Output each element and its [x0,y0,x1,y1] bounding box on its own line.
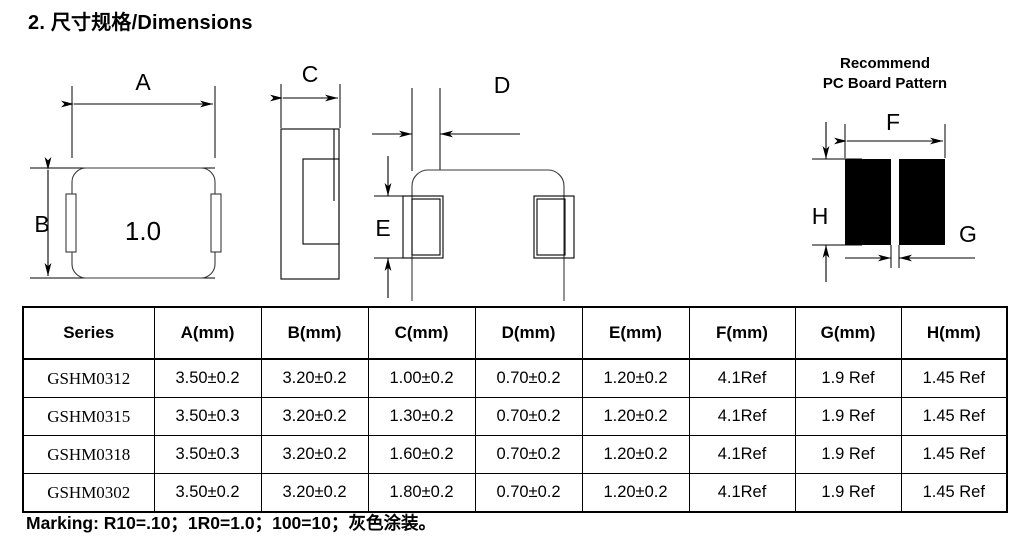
cell-h: 1.45 Ref [900,473,1008,513]
dim-b-label: B [34,211,49,237]
column-header-b: B(mm) [260,306,369,360]
cell-d: 0.70±0.2 [474,435,583,474]
table-row: GSHM0302 3.50±0.2 3.20±0.2 1.80±0.2 0.70… [22,473,1008,513]
cell-series: GSHM0318 [22,435,155,474]
cell-b: 3.20±0.2 [260,473,369,513]
cell-a: 3.50±0.3 [153,397,262,436]
column-header-a: A(mm) [153,306,262,360]
marking-note: Marking: R10=.10；1R0=1.0；100=10；灰色涂装。 [26,513,436,533]
cell-f: 4.1Ref [688,397,796,436]
column-header-c: C(mm) [367,306,476,360]
cell-g: 1.9 Ref [794,397,902,436]
cell-d: 0.70±0.2 [474,473,583,513]
column-header-series: Series [22,306,155,360]
table-header-row: Series A(mm) B(mm) C(mm) D(mm) E(mm) F(m… [22,306,1008,360]
dim-d-label: D [494,72,511,98]
column-header-h: H(mm) [900,306,1008,360]
cell-h: 1.45 Ref [900,435,1008,474]
cell-h: 1.45 Ref [900,358,1008,398]
cell-g: 1.9 Ref [794,435,902,474]
side-view-group: C [270,61,341,280]
dimension-drawings: 1.0 A B C D E [0,46,1028,301]
cell-g: 1.9 Ref [794,473,902,513]
pcb-title-line2: PC Board Pattern [823,75,947,92]
column-header-e: E(mm) [581,306,690,360]
table-row: GSHM0318 3.50±0.3 3.20±0.2 1.60±0.2 0.70… [22,435,1008,474]
column-header-d: D(mm) [474,306,583,360]
pcb-pattern-group: Recommend PC Board Pattern F H G [812,55,977,282]
cell-a: 3.50±0.2 [153,358,262,398]
part-marking-label: 1.0 [125,216,161,246]
column-header-g: G(mm) [794,306,902,360]
dim-c-label: C [302,61,319,87]
cell-series: GSHM0312 [22,358,155,398]
cell-a: 3.50±0.2 [153,473,262,513]
dim-f-label: F [886,109,900,135]
cell-g: 1.9 Ref [794,358,902,398]
bottom-view-group: D E [372,72,575,301]
dim-h-label: H [812,203,829,229]
cell-b: 3.20±0.2 [260,435,369,474]
cell-e: 1.20±0.2 [581,473,690,513]
top-view-group: 1.0 A B [30,69,222,279]
dimensions-table: Series A(mm) B(mm) C(mm) D(mm) E(mm) F(m… [22,306,1008,513]
table-row: GSHM0312 3.50±0.2 3.20±0.2 1.00±0.2 0.70… [22,358,1008,398]
cell-h: 1.45 Ref [900,397,1008,436]
pcb-title-line1: Recommend [840,55,930,72]
pcb-pad-left [845,159,891,245]
cell-e: 1.20±0.2 [581,435,690,474]
dim-e-label: E [375,215,390,241]
pcb-pad-right [899,159,945,245]
cell-b: 3.20±0.2 [260,397,369,436]
cell-c: 1.30±0.2 [367,397,476,436]
cell-a: 3.50±0.3 [153,435,262,474]
cell-d: 0.70±0.2 [474,358,583,398]
cell-c: 1.00±0.2 [367,358,476,398]
dim-a-label: A [135,69,151,95]
cell-e: 1.20±0.2 [581,358,690,398]
table-row: GSHM0315 3.50±0.3 3.20±0.2 1.30±0.2 0.70… [22,397,1008,436]
cell-f: 4.1Ref [688,358,796,398]
cell-c: 1.60±0.2 [367,435,476,474]
cell-c: 1.80±0.2 [367,473,476,513]
cell-f: 4.1Ref [688,473,796,513]
dim-g-label: G [959,221,977,247]
cell-series: GSHM0302 [22,473,155,513]
cell-series: GSHM0315 [22,397,155,436]
cell-e: 1.20±0.2 [581,397,690,436]
page-title: 2. 尺寸规格/Dimensions [28,12,253,34]
cell-f: 4.1Ref [688,435,796,474]
cell-b: 3.20±0.2 [260,358,369,398]
cell-d: 0.70±0.2 [474,397,583,436]
column-header-f: F(mm) [688,306,796,360]
